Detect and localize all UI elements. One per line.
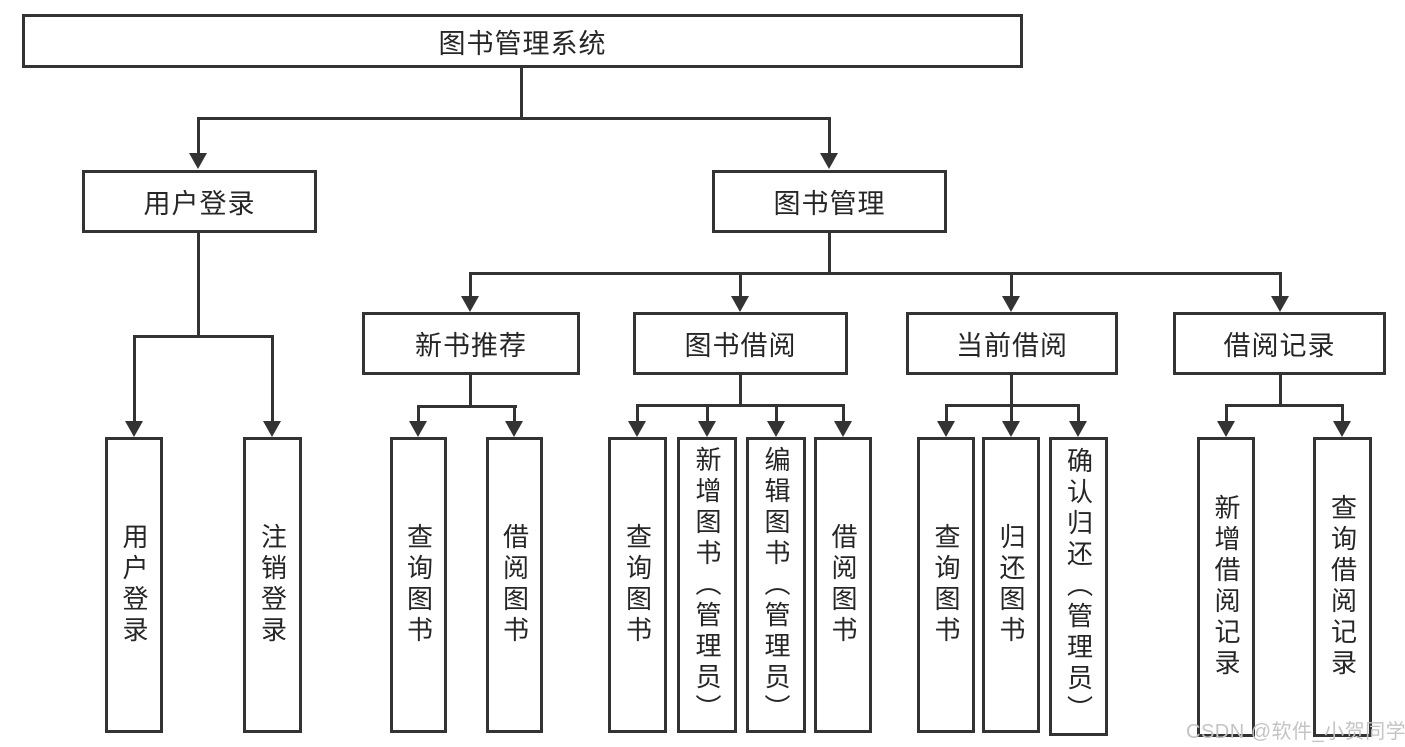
leaf-newrec-query-book-label: 查询图书 <box>403 523 434 647</box>
leaf-cb-query-book-label: 查询图书 <box>931 523 961 647</box>
connector-drop-leaf <box>1341 404 1344 422</box>
arrow-down-icon <box>1069 421 1087 437</box>
leaf-bb-add-book-admin: 新增图书（管理员） <box>677 437 737 733</box>
connector-drop-leaf <box>1225 404 1228 422</box>
connector-drop-leaf <box>271 335 274 421</box>
leaf-rec-query-record: 查询借阅记录 <box>1313 437 1372 737</box>
leaf-newrec-borrow-book-label: 借阅图书 <box>499 523 530 647</box>
arrow-down-icon <box>125 421 143 437</box>
leaf-cb-query-book: 查询图书 <box>917 437 975 733</box>
leaf-cb-confirm-return-admin: 确认归还（管理员） <box>1049 437 1108 736</box>
connector-root-stem <box>520 68 523 119</box>
node-book-mgmt-label: 图书管理 <box>773 189 886 219</box>
arrow-down-icon <box>1002 421 1020 437</box>
leaf-logout: 注销登录 <box>243 437 302 733</box>
leaf-rec-add-record: 新增借阅记录 <box>1197 437 1255 737</box>
connector-split-records <box>1225 404 1344 407</box>
connector-drop-leaf <box>417 405 420 422</box>
node-new-rec: 新书推荐 <box>362 312 580 375</box>
leaf-bb-edit-book-admin: 编辑图书（管理员） <box>746 437 806 733</box>
node-root: 图书管理系统 <box>22 14 1023 68</box>
node-new-rec-label: 新书推荐 <box>415 331 527 361</box>
csdn-watermark: CSDN @软件_小贺同学 <box>1186 721 1405 743</box>
node-current-borrow-label: 当前借阅 <box>956 331 1068 361</box>
arrow-down-icon <box>834 421 852 437</box>
node-user-login-label: 用户登录 <box>143 189 256 219</box>
connector-drop-leaf <box>636 404 639 422</box>
connector-drop-book-borrow <box>739 272 742 297</box>
leaf-bb-edit-book-admin-label: 编辑图书（管理员） <box>761 445 791 725</box>
connector-drop-book-mgmt <box>828 117 831 154</box>
arrow-down-icon <box>461 296 479 312</box>
leaf-bb-add-book-admin-label: 新增图书（管理员） <box>692 445 722 725</box>
arrow-down-icon <box>820 153 838 169</box>
leaf-rec-add-record-label: 新增借阅记录 <box>1211 494 1241 680</box>
connector-drop-leaf <box>706 404 709 422</box>
arrow-down-icon <box>1002 296 1020 312</box>
leaf-cb-return-book: 归还图书 <box>982 437 1040 733</box>
connector-split-book-borrow <box>636 404 845 407</box>
leaf-bb-borrow-book: 借阅图书 <box>814 437 872 733</box>
arrow-down-icon <box>1271 296 1289 312</box>
connector-drop-current <box>1010 272 1013 297</box>
connector-drop-leaf <box>775 404 778 422</box>
arrow-down-icon <box>698 421 716 437</box>
leaf-newrec-borrow-book: 借阅图书 <box>486 437 543 733</box>
arrow-down-icon <box>189 153 207 169</box>
arrow-down-icon <box>1333 421 1351 437</box>
connector-records-stem <box>1279 375 1282 406</box>
connector-drop-leaf <box>133 335 136 421</box>
arrow-down-icon <box>505 421 523 437</box>
leaf-newrec-query-book: 查询图书 <box>390 437 447 733</box>
arrow-down-icon <box>767 421 785 437</box>
connector-user-login-stem <box>197 232 200 337</box>
node-root-label: 图书管理系统 <box>438 28 607 59</box>
leaf-cb-confirm-return-admin-label: 确认归还（管理员） <box>1063 447 1094 726</box>
leaf-logout-label: 注销登录 <box>257 523 288 647</box>
arrow-down-icon <box>409 421 427 437</box>
connector-book-mgmt-stem <box>828 233 831 274</box>
arrow-down-icon <box>937 421 955 437</box>
connector-drop-leaf <box>945 404 948 422</box>
connector-drop-records <box>1279 272 1282 297</box>
connector-drop-leaf <box>513 405 516 422</box>
node-book-borrow: 图书借阅 <box>633 312 848 375</box>
leaf-user-login-label: 用户登录 <box>119 523 149 647</box>
connector-split-level2 <box>197 117 831 120</box>
connector-book-borrow-stem <box>739 375 742 406</box>
connector-split-level3 <box>469 272 1282 275</box>
arrow-down-icon <box>731 296 749 312</box>
connector-split-user-login <box>133 335 274 338</box>
arrow-down-icon <box>263 421 281 437</box>
arrow-down-icon <box>1217 421 1235 437</box>
connector-split-new-rec <box>417 405 517 408</box>
leaf-bb-query-book-label: 查询图书 <box>622 523 653 647</box>
leaf-user-login: 用户登录 <box>105 437 163 733</box>
node-borrow-records-label: 借阅记录 <box>1223 331 1336 361</box>
connector-current-stem <box>1010 375 1013 406</box>
connector-drop-leaf <box>1010 404 1013 422</box>
connector-drop-new-rec <box>469 272 472 297</box>
connector-drop-user-login <box>197 117 200 154</box>
leaf-rec-query-record-label: 查询借阅记录 <box>1327 494 1358 680</box>
leaf-cb-return-book-label: 归还图书 <box>996 523 1026 647</box>
connector-new-rec-stem <box>469 375 472 407</box>
node-book-mgmt: 图书管理 <box>712 170 947 233</box>
leaf-bb-query-book: 查询图书 <box>608 437 667 733</box>
node-book-borrow-label: 图书借阅 <box>684 331 797 361</box>
arrow-down-icon <box>628 421 646 437</box>
node-borrow-records: 借阅记录 <box>1173 312 1386 375</box>
connector-drop-leaf <box>842 404 845 422</box>
leaf-bb-borrow-book-label: 借阅图书 <box>828 523 858 647</box>
node-current-borrow: 当前借阅 <box>906 312 1118 375</box>
connector-drop-leaf <box>1077 404 1080 422</box>
node-user-login: 用户登录 <box>82 170 317 233</box>
